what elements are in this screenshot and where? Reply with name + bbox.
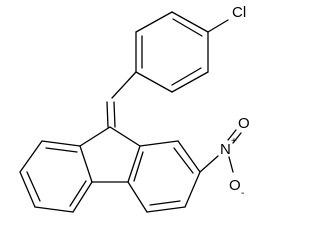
c-n-bond bbox=[199, 155, 219, 173]
double-bond-inner bbox=[171, 67, 202, 86]
double-bond-inner bbox=[26, 171, 41, 202]
bond bbox=[146, 206, 186, 213]
bond bbox=[19, 171, 36, 208]
c-cl-bond bbox=[207, 19, 229, 33]
double-bond-inner bbox=[45, 147, 78, 153]
chlorine-atom: Cl bbox=[232, 4, 246, 21]
bond bbox=[72, 181, 93, 213]
bond bbox=[135, 11, 173, 33]
methylidene-double-bond bbox=[106, 101, 116, 128]
bond bbox=[79, 145, 93, 183]
bond bbox=[171, 11, 209, 33]
benzylic-bond bbox=[111, 71, 137, 99]
bond bbox=[34, 206, 74, 213]
bond bbox=[79, 126, 111, 147]
double-bond-inner bbox=[133, 151, 144, 182]
nitrogen-atom: N bbox=[220, 141, 231, 158]
fluorene-five-membered-ring bbox=[79, 126, 141, 183]
bond bbox=[127, 145, 141, 183]
oxygen-atom-single: O bbox=[229, 177, 241, 194]
bond bbox=[177, 140, 201, 173]
negative-charge: - bbox=[241, 188, 244, 199]
oxygen-atom-double: O bbox=[238, 115, 250, 132]
n-o-double-bond bbox=[232, 132, 242, 144]
double-bond-inner bbox=[69, 180, 87, 207]
double-bond-inner bbox=[172, 18, 203, 37]
bond bbox=[184, 171, 201, 208]
bond bbox=[135, 71, 173, 93]
bond bbox=[109, 126, 141, 147]
structure-diagram: Cl N + O O - bbox=[19, 4, 250, 213]
fluorene-left-ring bbox=[19, 140, 93, 213]
bond bbox=[106, 101, 109, 128]
double-bond-inner bbox=[149, 200, 181, 206]
bond bbox=[41, 140, 81, 147]
bond bbox=[113, 101, 116, 128]
n-o-single-bond bbox=[228, 156, 234, 173]
n-o-double-bond bbox=[227, 129, 237, 141]
fluorene-right-ring bbox=[127, 140, 201, 213]
double-bond-inner bbox=[173, 147, 194, 174]
molecule-drawing: Cl N + O O - bbox=[19, 4, 250, 213]
bond bbox=[139, 140, 179, 147]
bond bbox=[19, 140, 43, 173]
bond bbox=[127, 181, 148, 213]
bond bbox=[171, 71, 209, 93]
chlorophenyl-ring bbox=[135, 11, 209, 93]
